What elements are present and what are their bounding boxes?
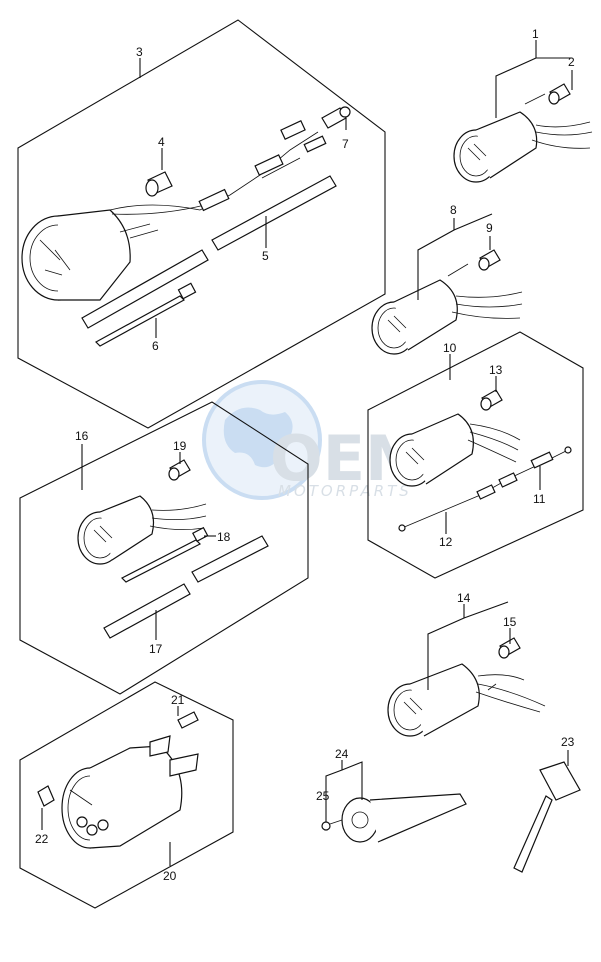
callout-6: 6 [152, 339, 159, 353]
callout-5: 5 [262, 249, 269, 263]
watermark-continents-icon [223, 407, 293, 468]
callout-16: 16 [75, 429, 89, 443]
group-20-frame [19, 681, 234, 909]
callout-23: 23 [561, 735, 575, 749]
watermark: OEM MOTORPARTS [202, 380, 427, 500]
gauge-20 [61, 735, 199, 849]
bulb-2 [548, 83, 571, 105]
gauge-1 [453, 93, 593, 183]
tube-17 [103, 535, 269, 639]
callout-20: 20 [163, 869, 177, 883]
callout-17: 17 [149, 642, 163, 656]
callout-4: 4 [158, 135, 165, 149]
group-10-frame [367, 331, 584, 579]
gauge-16 [77, 495, 207, 565]
bulb-15 [498, 637, 521, 659]
callout-24: 24 [335, 747, 349, 761]
callout-3: 3 [136, 45, 143, 59]
screw-25 [321, 819, 343, 831]
callout-18: 18 [217, 530, 231, 544]
group-16-frame [19, 401, 309, 695]
main-gauge-assembly [21, 120, 327, 301]
bracket-24 [341, 793, 467, 843]
bulb-22 [37, 785, 55, 807]
callout-11: 11 [533, 492, 546, 506]
gauge-10 [389, 413, 521, 487]
callout-13: 13 [489, 363, 503, 377]
group-3-frame [17, 19, 386, 429]
gauge-8 [371, 263, 523, 355]
bulb-19 [168, 459, 191, 481]
tube-5 [211, 175, 337, 251]
callouts: 1 2 3 4 5 6 7 8 9 10 11 12 13 14 15 16 1… [35, 27, 575, 883]
bulb-9 [478, 249, 501, 271]
callout-8: 8 [450, 203, 457, 217]
bulb-21 [177, 711, 199, 729]
bulb-socket-4 [145, 171, 173, 197]
callout-25: 25 [316, 789, 330, 803]
callout-15: 15 [503, 615, 517, 629]
callout-1: 1 [532, 27, 539, 41]
callout-21: 21 [171, 693, 185, 707]
cable-tie-6 [95, 282, 197, 347]
bracket-23 [513, 761, 581, 873]
callout-22: 22 [35, 832, 49, 846]
cable-tie-18 [120, 526, 209, 583]
callout-14: 14 [457, 591, 471, 605]
watermark-tagline: MOTORPARTS [278, 482, 412, 500]
bulb-13 [480, 389, 503, 411]
callout-7: 7 [342, 137, 349, 151]
callout-19: 19 [173, 439, 187, 453]
gauge-14 [387, 663, 546, 737]
tube-long [81, 249, 209, 329]
leader-lines [41, 40, 573, 866]
callout-9: 9 [486, 221, 493, 235]
callout-2: 2 [568, 55, 575, 69]
callout-10: 10 [443, 341, 457, 355]
callout-12: 12 [439, 535, 453, 549]
harness-11 [530, 446, 572, 469]
